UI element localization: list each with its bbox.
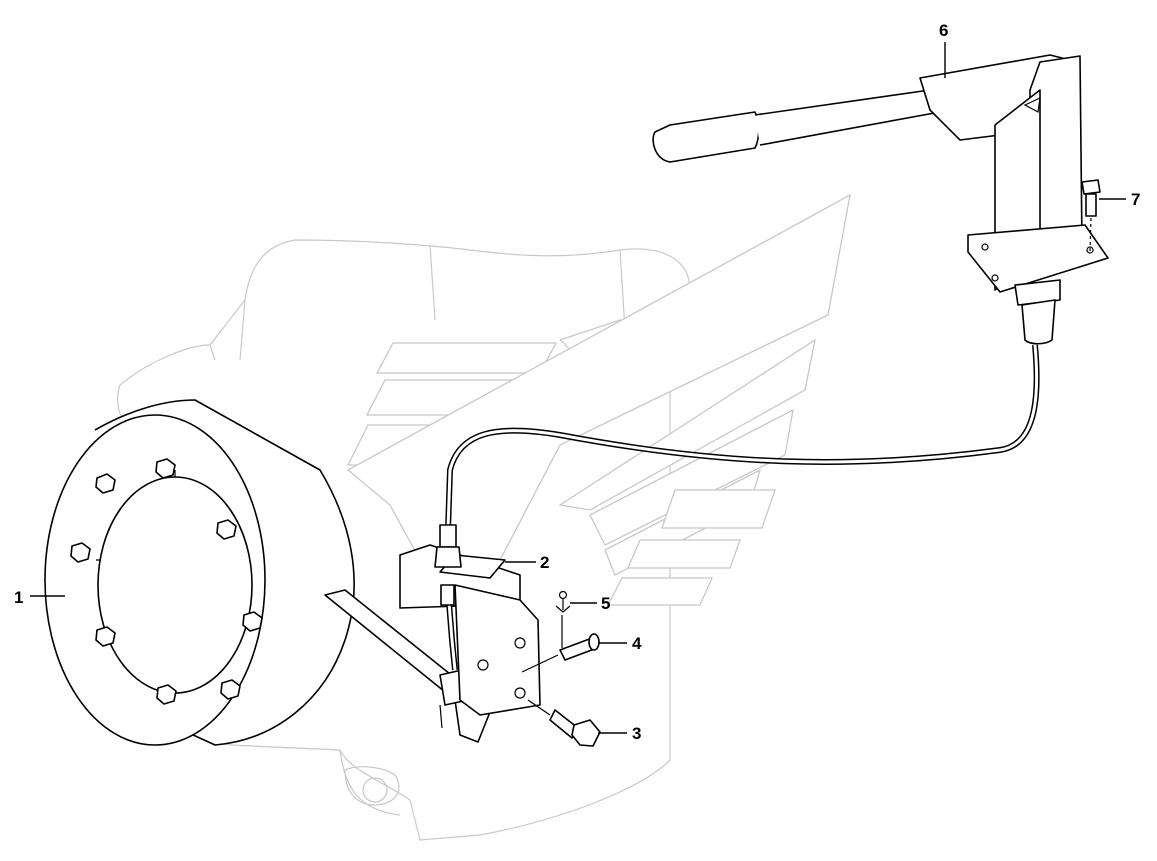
callout-1: 1 bbox=[14, 588, 24, 607]
callout-2: 2 bbox=[540, 553, 550, 572]
callout-6: 6 bbox=[939, 21, 949, 40]
pin-icon bbox=[521, 633, 600, 673]
callout-3: 3 bbox=[632, 724, 642, 743]
callout-leaders bbox=[30, 42, 1126, 734]
cable-icon bbox=[434, 344, 1040, 671]
callout-4: 4 bbox=[632, 634, 642, 653]
callout-5: 5 bbox=[601, 594, 611, 613]
drum-bolt-heads bbox=[70, 458, 263, 705]
cotter-pin-icon bbox=[555, 590, 571, 648]
hand-lever-icon bbox=[652, 54, 1109, 345]
callout-7: 7 bbox=[1131, 190, 1141, 209]
watermark-logo-icon bbox=[346, 193, 851, 606]
screw-icon bbox=[1081, 179, 1101, 253]
transmission-housing-icon bbox=[117, 239, 691, 841]
bracket-icon bbox=[399, 544, 541, 716]
brake-drum-icon bbox=[44, 399, 355, 746]
bolt-icon bbox=[527, 699, 601, 747]
